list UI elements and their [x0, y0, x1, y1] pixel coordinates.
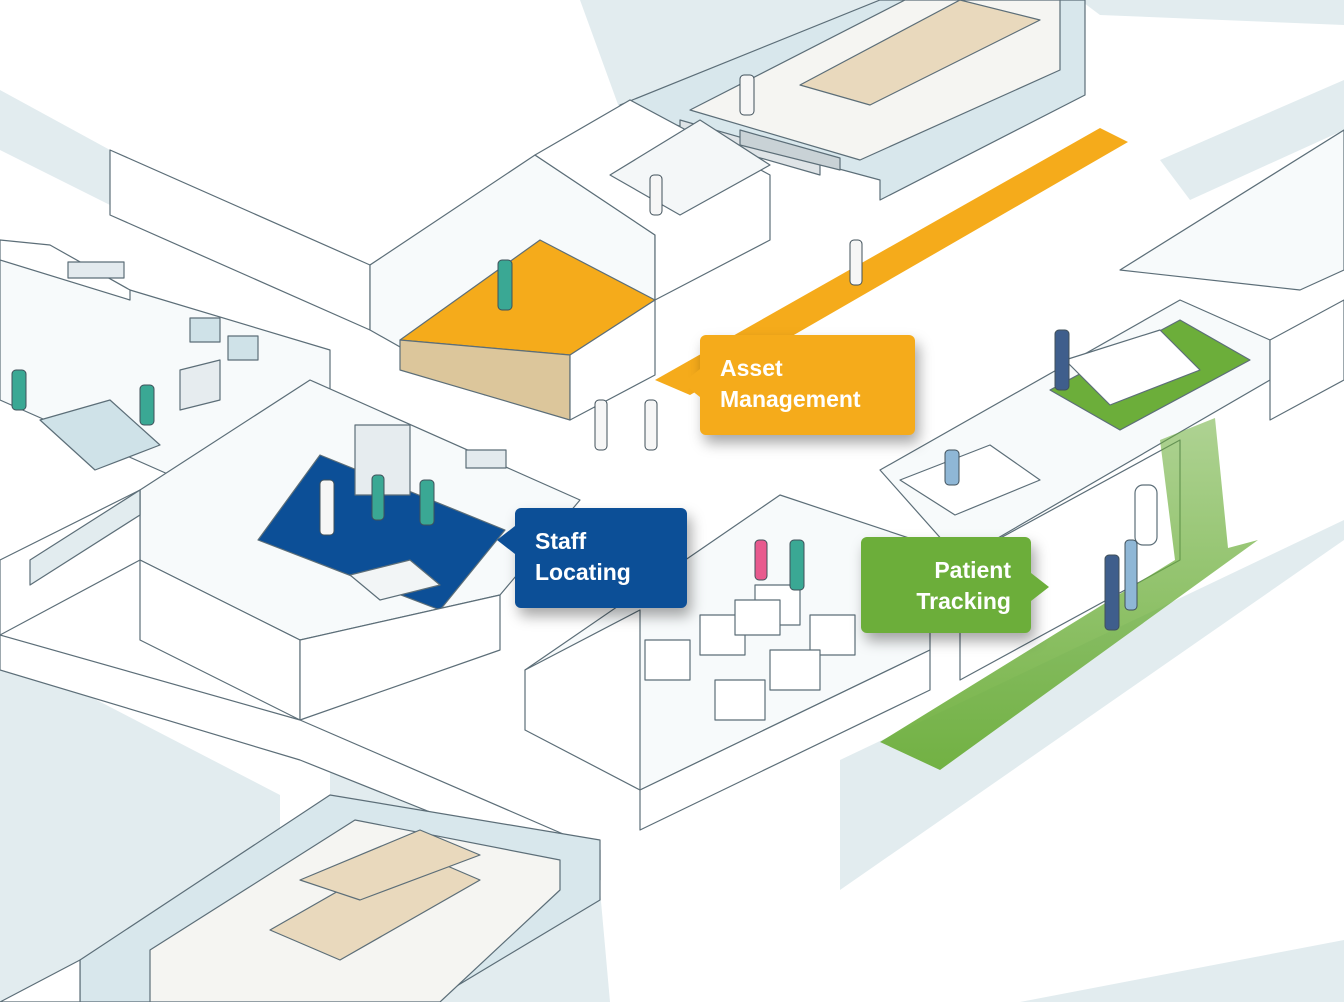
- asset-callout-line1: Asset: [720, 355, 783, 381]
- staff-callout-line2: Locating: [535, 559, 631, 585]
- patient-callout-line2: Tracking: [916, 588, 1011, 614]
- asset-tracking-path: [655, 128, 1128, 395]
- patient-tracking-path: [880, 418, 1258, 770]
- staff-figures: [11, 74, 1138, 631]
- cafeteria-room-bottom: [0, 794, 601, 1002]
- patient-tracking-callout: Patient Tracking: [861, 537, 1049, 633]
- nursery-room: [524, 494, 931, 831]
- patient-callout-pointer: [1031, 573, 1049, 601]
- staff-callout-pointer: [497, 526, 515, 554]
- staff-callout-line1: Staff: [535, 528, 587, 554]
- patient-callout-line1: Patient: [934, 557, 1011, 583]
- asset-callout-pointer: [682, 369, 700, 397]
- asset-management-callout: Asset Management: [682, 335, 915, 435]
- asset-callout-line2: Management: [720, 386, 861, 412]
- operating-room: [0, 239, 331, 476]
- staff-locating-callout: Staff Locating: [497, 508, 687, 608]
